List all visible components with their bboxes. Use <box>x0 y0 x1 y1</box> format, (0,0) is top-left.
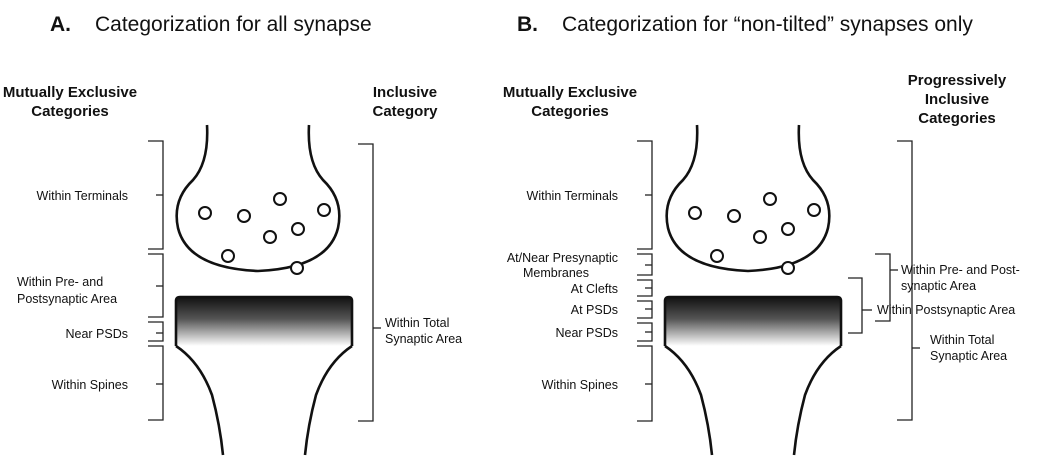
panel-b-left-header-line2: Categories <box>531 103 609 120</box>
panel-a-psd-outline <box>174 295 354 346</box>
panel-b-label-presyn-line2: Membranes <box>523 266 589 280</box>
panel-b-label-clefts: At Clefts <box>571 282 618 296</box>
panel-b-label-total-line2: Synaptic Area <box>930 349 1007 363</box>
panel-b-right-header-line3: Categories <box>918 110 996 127</box>
panel-b-right-header-line1: Progressively <box>908 72 1007 89</box>
panel-b: B. Categorization for “non-tilted” synap… <box>503 13 1020 456</box>
panel-b-left-header-line1: Mutually Exclusive <box>503 84 637 101</box>
vesicle <box>781 261 795 275</box>
panel-a-label-terminals: Within Terminals <box>37 189 128 203</box>
panel-a-label-prepost-line1: Within Pre- and <box>17 275 103 289</box>
panel-b-presynaptic-terminal <box>665 124 831 273</box>
vesicle <box>727 209 741 223</box>
panel-b-label-total-line1: Within Total <box>930 333 994 347</box>
panel-a-label-near-psds: Near PSDs <box>65 327 128 341</box>
panel-a-presynaptic-terminal <box>175 124 341 273</box>
panel-a-bracket-total <box>358 143 374 422</box>
panel-a-bracket-near-psds <box>148 321 164 342</box>
panel-a-left-header-line2: Categories <box>31 103 109 120</box>
panel-b-label-presyn-line1: At/Near Presynaptic <box>507 251 618 265</box>
panel-a: A. Categorization for all synapse Mutual… <box>3 13 462 456</box>
vesicle <box>710 249 724 263</box>
vesicle <box>753 230 767 244</box>
panel-b-right-header-line2: Inclusive <box>925 91 989 108</box>
panel-a-right-header-line2: Category <box>372 103 438 120</box>
panel-a-psd <box>176 297 352 346</box>
panel-a-label-total-line1: Within Total <box>385 316 449 330</box>
vesicle <box>317 203 331 217</box>
vesicle <box>273 192 287 206</box>
panel-b-label-terminals: Within Terminals <box>527 189 618 203</box>
panel-a-left-header-line1: Mutually Exclusive <box>3 84 137 101</box>
panel-b-letter: B. <box>517 13 538 36</box>
panel-a-label-total-line2: Synaptic Area <box>385 332 462 346</box>
panel-a-label-spines: Within Spines <box>52 378 128 392</box>
panel-b-bracket-total <box>897 140 913 421</box>
vesicle <box>237 209 251 223</box>
panel-b-label-prepost-line2: synaptic Area <box>901 279 976 293</box>
panel-b-label-near-psds: Near PSDs <box>555 326 618 340</box>
panel-b-synapse <box>663 124 843 456</box>
vesicle <box>290 261 304 275</box>
vesicle <box>263 230 277 244</box>
panel-b-bracket-prepost <box>875 253 891 322</box>
vesicle <box>763 192 777 206</box>
panel-a-right-header-line1: Inclusive <box>373 84 437 101</box>
panel-b-psd-outline <box>663 295 843 346</box>
panel-b-spine <box>664 344 842 456</box>
panel-b-bracket-postsyn <box>848 277 863 334</box>
vesicle <box>198 206 212 220</box>
vesicle <box>688 206 702 220</box>
panel-a-bracket-spines <box>148 345 164 421</box>
vesicle <box>221 249 235 263</box>
panel-b-label-postsyn: Within Postsynaptic Area <box>877 303 1015 317</box>
panel-b-vesicles <box>688 192 821 275</box>
panel-b-title: Categorization for “non-tilted” synapses… <box>562 13 973 36</box>
panel-a-title: Categorization for all synapse <box>95 13 372 36</box>
panel-a-letter: A. <box>50 13 71 36</box>
vesicle <box>781 222 795 236</box>
panel-b-label-spines: Within Spines <box>542 378 618 392</box>
panel-a-spine <box>175 344 353 456</box>
vesicle <box>291 222 305 236</box>
panel-a-vesicles <box>198 192 331 275</box>
vesicle <box>807 203 821 217</box>
panel-b-label-prepost-line1: Within Pre- and Post- <box>901 263 1020 277</box>
panel-a-label-prepost-line2: Postsynaptic Area <box>17 292 117 306</box>
panel-b-label-at-psds: At PSDs <box>571 303 618 317</box>
panel-b-psd <box>665 297 841 346</box>
panel-a-synapse <box>174 124 354 456</box>
